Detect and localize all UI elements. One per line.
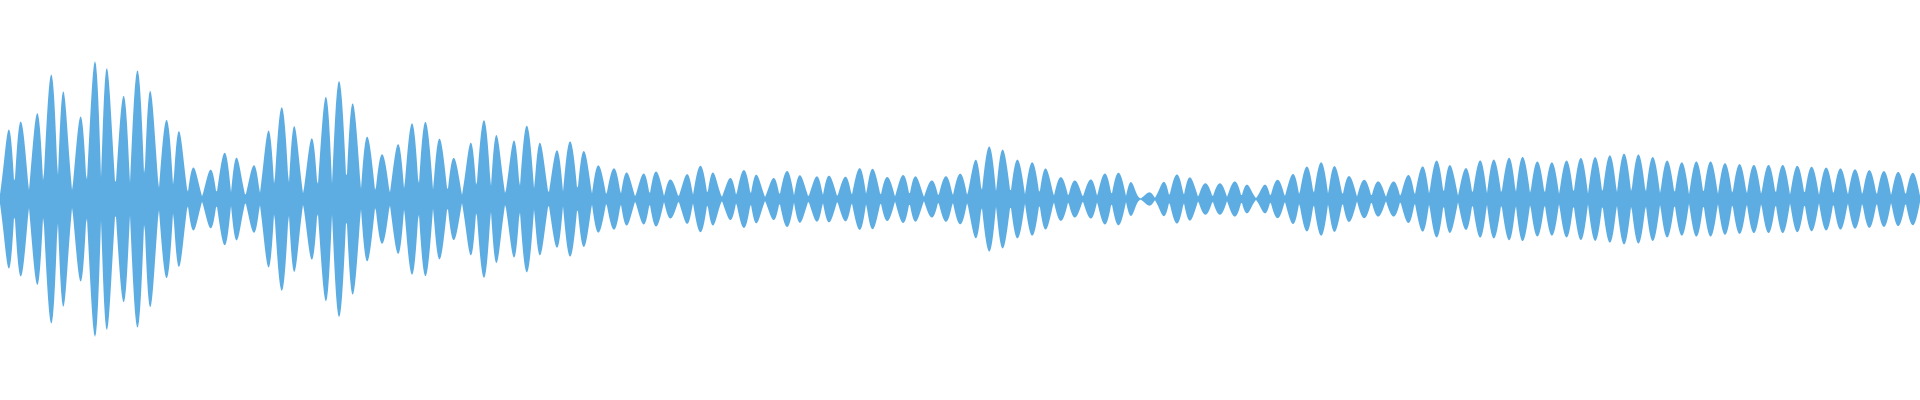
waveform-envelope [0, 61, 1920, 337]
